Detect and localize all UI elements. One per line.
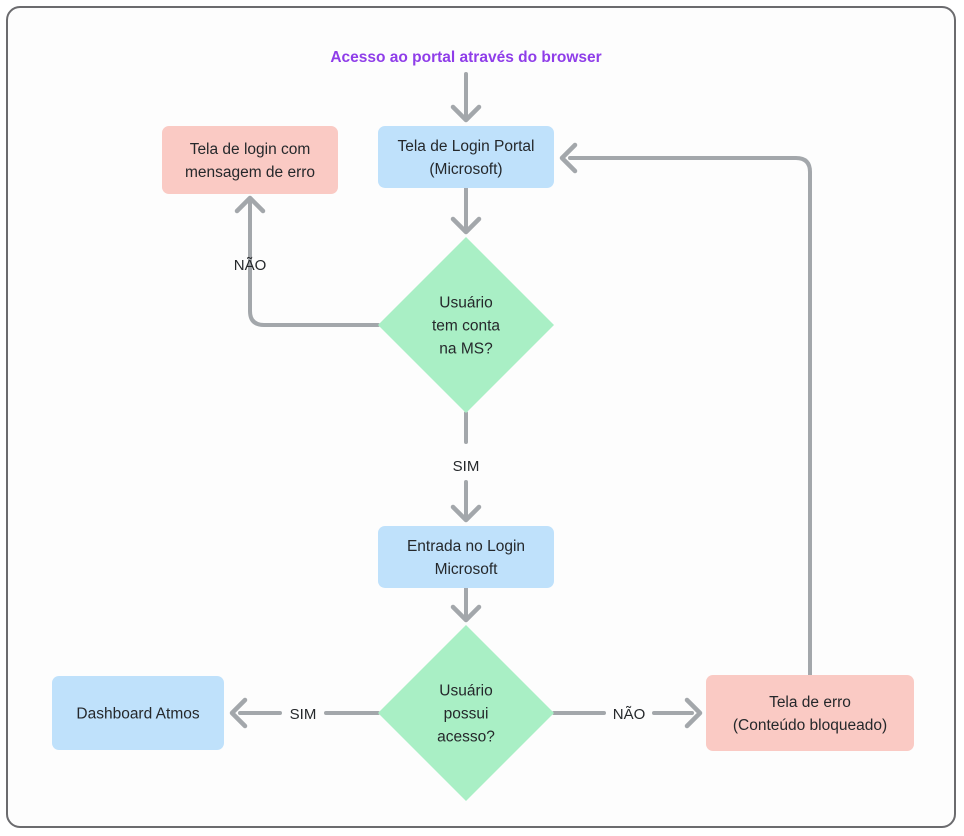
edge-label: NÃO xyxy=(234,257,267,274)
node-label-line: (Conteúdo bloqueado) xyxy=(733,717,887,734)
edge-has-ms-account-nao-to-login-error-screen[interactable]: NÃO xyxy=(234,195,380,327)
arrow-head-icon xyxy=(450,104,482,123)
node-label-line: tem conta xyxy=(432,318,500,335)
arrow-head-icon xyxy=(450,504,482,523)
edge-has-ms-account-sim-to-microsoft-login-entry[interactable]: SIM xyxy=(450,411,482,523)
edge-path xyxy=(568,156,812,677)
edge-label: NÃO xyxy=(613,706,646,723)
node-usuario-possui-acesso[interactable]: Usuário possui acesso? xyxy=(378,625,554,801)
node-label-line: Tela de Login Portal xyxy=(397,138,534,155)
node-tela-de-login-portal-microsoft[interactable]: Tela de Login Portal (Microsoft) xyxy=(378,126,554,188)
node-label-line: acesso? xyxy=(437,729,495,746)
node-label-line: Tela de erro xyxy=(769,694,851,711)
arrow-head-icon xyxy=(559,142,578,174)
edge-path xyxy=(248,200,380,327)
node-label-line: Entrada no Login xyxy=(407,538,525,555)
node-tela-de-erro-conteudo-bloqueado[interactable]: Tela de erro (Conteúdo bloqueado) xyxy=(706,675,914,751)
node-label-line: Microsoft xyxy=(435,561,499,578)
node-shape xyxy=(378,126,554,188)
node-shape xyxy=(378,625,554,801)
node-usuario-tem-conta-na-ms[interactable]: Usuário tem conta na MS? xyxy=(378,237,554,413)
arrow-head-icon xyxy=(450,216,482,235)
edge-has-access-sim-to-dashboard-atmos[interactable]: SIM xyxy=(229,697,380,729)
node-dashboard-atmos[interactable]: Dashboard Atmos xyxy=(52,676,224,750)
node-label-line: mensagem de erro xyxy=(185,164,315,181)
node-label-line: (Microsoft) xyxy=(429,161,502,178)
node-tela-de-login-com-mensagem-de-erro[interactable]: Tela de login com mensagem de erro xyxy=(162,126,338,194)
edge-label: SIM xyxy=(453,458,480,475)
node-label-line: Usuário xyxy=(439,295,492,312)
edges-layer: NÃO SIM SIM NÃO xyxy=(229,72,812,729)
node-label-line: Tela de login com xyxy=(190,141,311,158)
node-shape xyxy=(162,126,338,194)
node-label-line: na MS? xyxy=(439,341,493,358)
node-label-line: Dashboard Atmos xyxy=(76,706,199,723)
node-shape xyxy=(52,676,224,750)
edge-blocked-content-error-to-login-portal[interactable] xyxy=(559,142,812,677)
edge-has-access-nao-to-blocked-content-error[interactable]: NÃO xyxy=(552,697,703,729)
edge-login-portal-to-has-ms-account[interactable] xyxy=(450,186,482,235)
arrow-head-icon xyxy=(684,697,703,729)
edge-microsoft-login-entry-to-has-access[interactable] xyxy=(450,586,482,623)
node-label-line: possui xyxy=(444,706,489,723)
diagram-title: Acesso ao portal através do browser xyxy=(330,49,601,66)
node-shape xyxy=(706,675,914,751)
arrow-head-icon xyxy=(234,195,266,214)
node-label-line: Usuário xyxy=(439,683,492,700)
arrow-head-icon xyxy=(450,604,482,623)
arrow-head-icon xyxy=(229,697,248,729)
edge-title-to-login-portal[interactable] xyxy=(450,72,482,123)
node-shape xyxy=(378,237,554,413)
node-shape xyxy=(378,526,554,588)
edge-label: SIM xyxy=(290,706,317,723)
